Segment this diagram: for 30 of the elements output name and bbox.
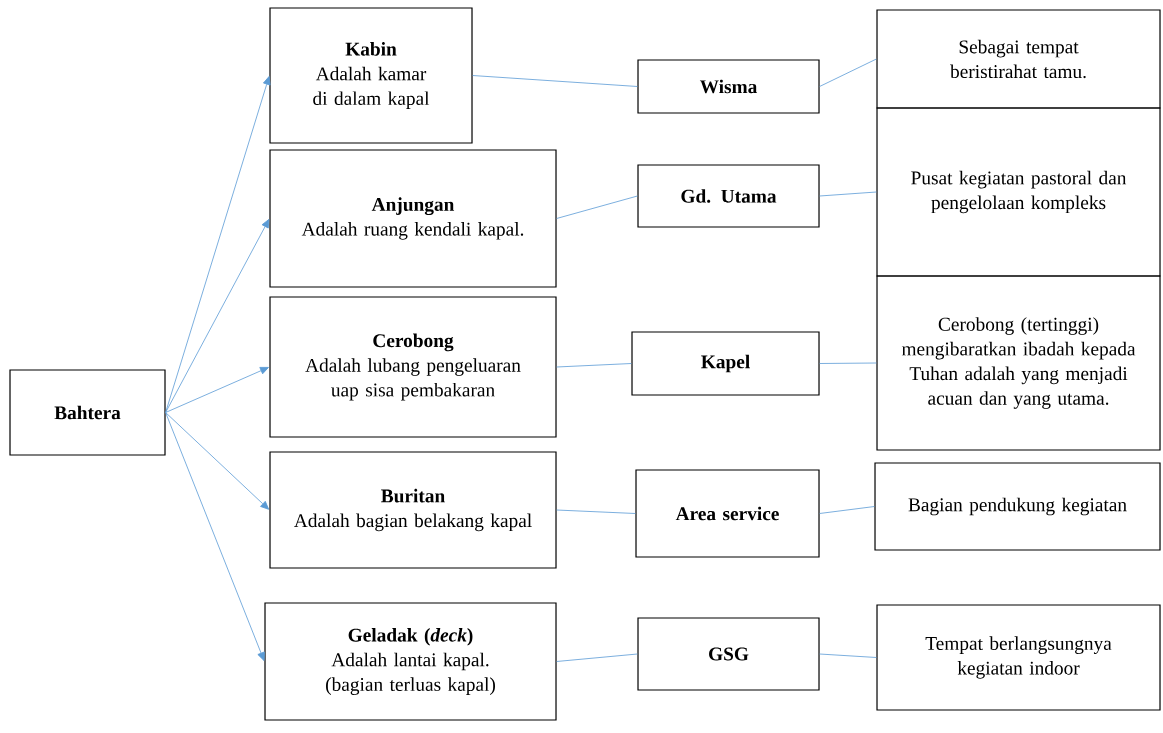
- term-box: Wisma: [637, 59, 820, 114]
- part-box: Geladak (deck) Adalah lantai kapal. (bagian terluas kapal): [264, 602, 557, 721]
- description-box: Tempat berlangsungnya kegiatan indoor: [876, 604, 1161, 711]
- connector-line: [472, 75, 638, 87]
- part-box: Kabin Adalah kamar di dalam kapal: [269, 7, 473, 144]
- term-box: Bahtera: [9, 369, 166, 456]
- arrow: [165, 219, 270, 413]
- connector-line: [819, 653, 877, 658]
- connector-line: [556, 363, 632, 368]
- part-box: Buritan Adalah bagian belakang kapal: [269, 451, 557, 569]
- description-box: Pusat kegiatan pastoral dan pengelolaan kompleks: [876, 107, 1161, 277]
- connector-line: [819, 362, 877, 364]
- connector-line: [819, 58, 877, 87]
- connector-line: [556, 653, 638, 662]
- description-box: Bagian pendukung kegiatan: [874, 462, 1161, 551]
- connector-line: [556, 195, 638, 219]
- term-box: Kapel: [631, 331, 820, 396]
- arrow: [165, 412, 270, 510]
- arrow: [165, 412, 265, 661]
- description-box: Sebagai tempat beristirahat tamu.: [876, 9, 1161, 109]
- part-box: Anjungan Adalah ruang kendali kapal.: [269, 149, 557, 288]
- arrow: [165, 367, 269, 413]
- description-box: Cerobong (tertinggi) mengibaratkan ibadah kepada Tuhan adalah yang menjadi acuan dan yang utama.: [876, 275, 1161, 451]
- connector-line: [819, 191, 877, 197]
- part-box: Cerobong Adalah lubang pengeluaran uap sisa pembakaran: [269, 296, 557, 438]
- connector-line: [556, 509, 636, 514]
- term-box: Area service: [635, 469, 820, 558]
- connector-line: [819, 506, 875, 514]
- term-box: GSG: [637, 617, 820, 691]
- term-box: Gd. Utama: [637, 164, 820, 228]
